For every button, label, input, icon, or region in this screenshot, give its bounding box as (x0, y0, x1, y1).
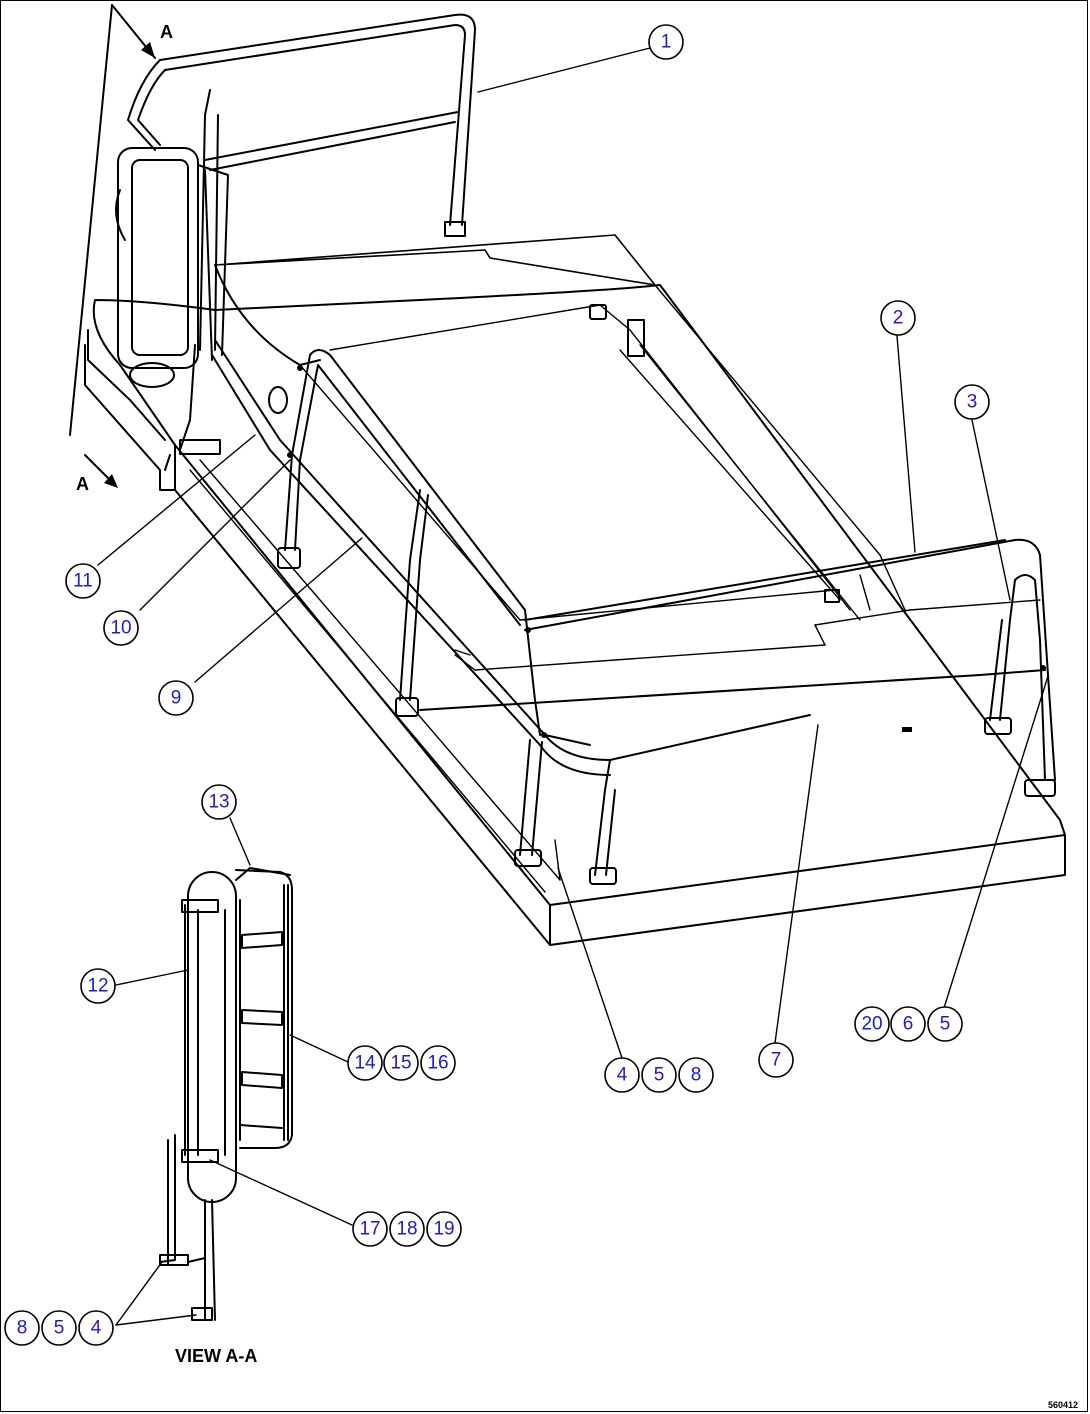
callout-group5-item2-text: 5 (54, 1318, 65, 1339)
callout-1-text: 1 (661, 32, 672, 53)
callout-group1-item2-text: 6 (903, 1014, 914, 1035)
callout-group3-item3-text: 16 (427, 1053, 448, 1074)
callout-group4-item2: 18 (389, 1211, 425, 1247)
callout-12-text: 12 (87, 976, 108, 997)
callout-9-text: 9 (171, 688, 182, 709)
callout-2-text: 2 (893, 308, 904, 329)
callout-12: 12 (80, 968, 116, 1004)
callout-group4-item2-text: 18 (396, 1219, 417, 1240)
section-marker-top: A (160, 22, 173, 42)
callout-balloons: 1 2 3 7 9 10 11 12 13 20 6 5 4 5 8 14 15… (4, 24, 990, 1346)
callout-13-text: 13 (208, 792, 229, 813)
callout-group2-item2-text: 5 (654, 1065, 665, 1086)
handrails (127, 13, 1056, 885)
callout-3-text: 3 (967, 392, 978, 413)
callout-group5-item3-text: 4 (91, 1318, 102, 1339)
callout-group2-item3: 8 (678, 1057, 714, 1093)
callout-group3-item1: 14 (347, 1045, 383, 1081)
callout-group2-item2: 5 (641, 1057, 677, 1093)
callout-7-text: 7 (771, 1050, 782, 1071)
callout-2: 2 (880, 300, 916, 336)
callout-group1-item3: 5 (927, 1006, 963, 1042)
callout-group2-item3-text: 8 (691, 1065, 702, 1086)
callout-10-text: 10 (110, 618, 131, 639)
callout-group2-item1: 4 (604, 1057, 640, 1093)
section-arrows (69, 4, 156, 488)
callout-group4-item3: 19 (426, 1211, 462, 1247)
callout-group3-item2-text: 15 (390, 1053, 411, 1074)
callout-group3-item1-text: 14 (354, 1053, 376, 1074)
callout-1: 1 (648, 24, 684, 60)
callout-group4-item1: 17 (352, 1211, 388, 1247)
callout-13: 13 (201, 784, 237, 820)
callout-11: 11 (65, 563, 101, 599)
view-title: VIEW A-A (175, 1346, 257, 1366)
callout-group3-item2: 15 (383, 1045, 419, 1081)
callout-11-text: 11 (73, 571, 93, 592)
callout-7: 7 (758, 1042, 794, 1078)
platform-deck (84, 234, 1066, 946)
section-marker-bottom: A (76, 474, 89, 494)
callout-group5-item2: 5 (41, 1310, 77, 1346)
callout-group4-item3-text: 19 (433, 1219, 454, 1240)
callout-9: 9 (158, 680, 194, 716)
callout-group5-item1-text: 8 (17, 1318, 28, 1339)
callout-group5-item3: 4 (78, 1310, 114, 1346)
callout-group4-item1-text: 17 (359, 1219, 380, 1240)
drawing-code: 560412 (1048, 1400, 1078, 1410)
callout-3: 3 (954, 384, 990, 420)
callout-group1-item1-text: 20 (861, 1014, 882, 1035)
callout-group1-item2: 6 (890, 1006, 926, 1042)
callout-group1-item3-text: 5 (940, 1014, 951, 1035)
view-a-a-detail (159, 867, 293, 1321)
callout-10: 10 (103, 610, 139, 646)
callout-group1-item1: 20 (854, 1006, 890, 1042)
callout-group2-item1-text: 4 (617, 1065, 628, 1086)
callout-group3-item3: 16 (420, 1045, 456, 1081)
callout-group5-item1: 8 (4, 1310, 40, 1346)
leader-lines (97, 47, 1049, 1326)
ladder-assembly (115, 147, 229, 388)
